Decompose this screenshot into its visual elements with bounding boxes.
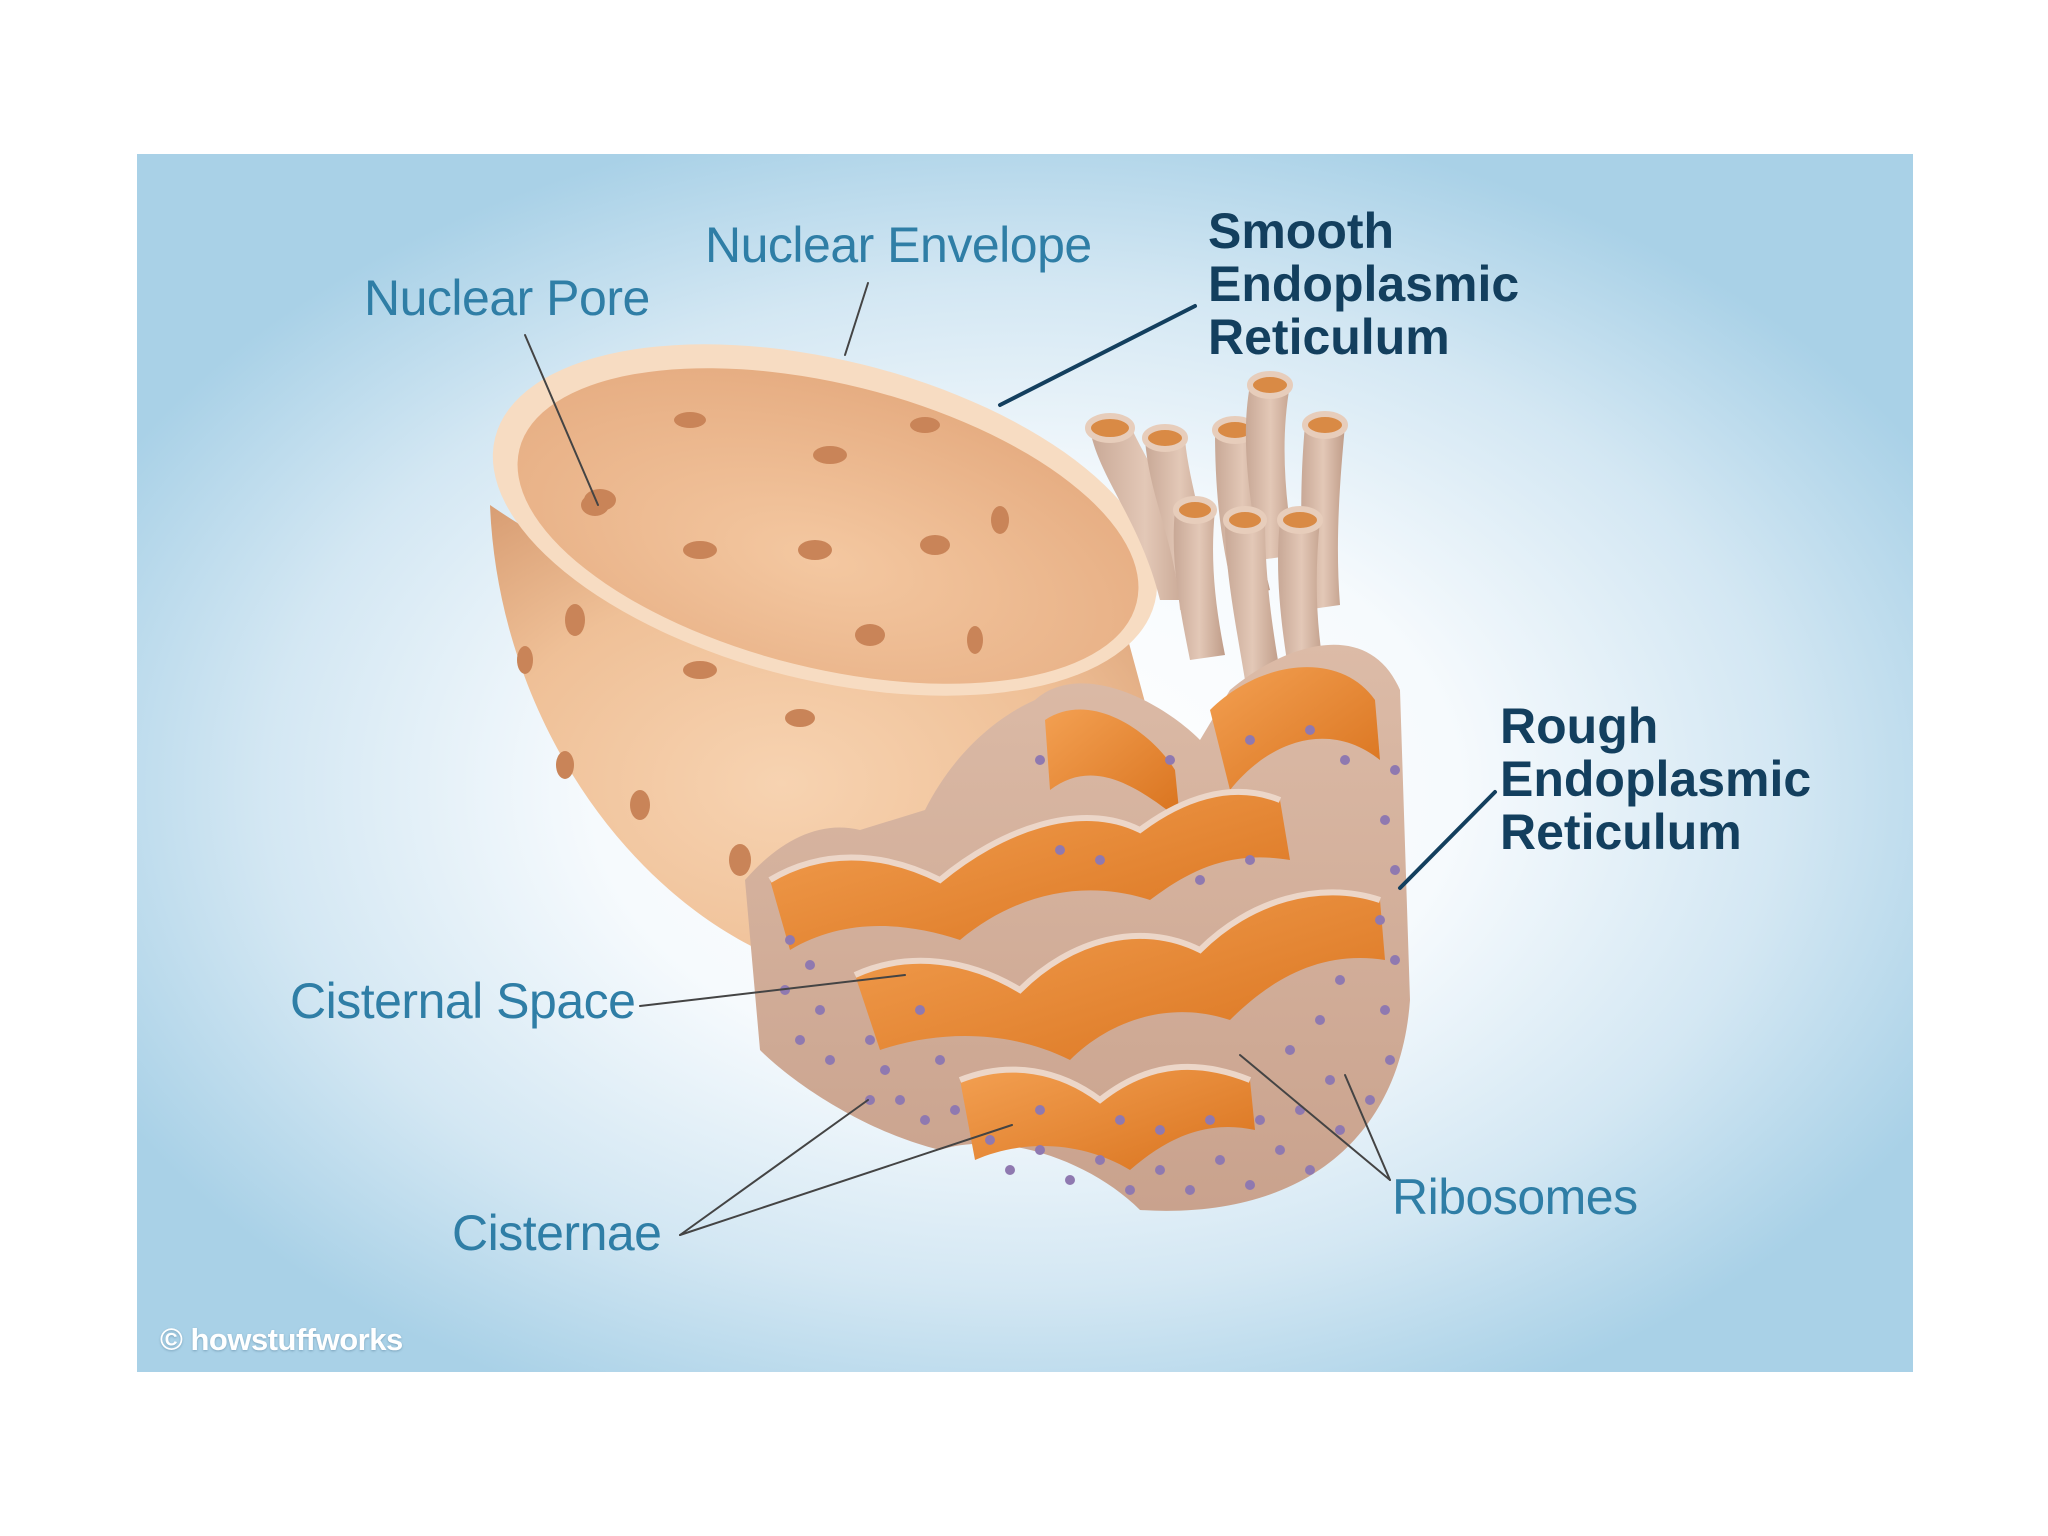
label-smooth-er-line-2: Endoplasmic bbox=[1208, 256, 1520, 312]
label-nuclear-envelope: Nuclear Envelope bbox=[705, 217, 1092, 273]
leader-nuclear-pore bbox=[524, 334, 599, 506]
rough-er bbox=[745, 644, 1410, 1211]
label-cisternal-space: Cisternal Space bbox=[290, 973, 636, 1029]
label-smooth-er-line-1: Smooth bbox=[1208, 203, 1395, 259]
smooth-er bbox=[1085, 371, 1348, 680]
label-nuclear-pore: Nuclear Pore bbox=[364, 270, 650, 326]
label-cisternae: Cisternae bbox=[452, 1205, 662, 1261]
leader-ribosomes-2 bbox=[1344, 1074, 1391, 1181]
label-rough-er-line-3: Reticulum bbox=[1500, 804, 1742, 860]
label-rough-er-line-2: Endoplasmic bbox=[1500, 751, 1812, 807]
leader-smooth-er bbox=[998, 304, 1197, 407]
ribosomes bbox=[780, 725, 1400, 1195]
leader-lines bbox=[524, 282, 1497, 1236]
leader-ribosomes-1 bbox=[1239, 1054, 1391, 1181]
nucleus-interior bbox=[517, 368, 1139, 684]
label-rough-er: Rough Endoplasmic Reticulum bbox=[1500, 700, 1811, 859]
label-smooth-er: Smooth Endoplasmic Reticulum bbox=[1208, 205, 1519, 364]
label-rough-er-line-1: Rough bbox=[1500, 698, 1659, 754]
leader-cisternae-2 bbox=[679, 1124, 1013, 1236]
leader-cisternae-1 bbox=[679, 1099, 869, 1236]
leader-cisternal-space bbox=[639, 974, 906, 1007]
leader-nuclear-envelope bbox=[844, 282, 869, 356]
label-smooth-er-line-3: Reticulum bbox=[1208, 309, 1450, 365]
leader-rough-er bbox=[1398, 790, 1497, 890]
credit-logo: © howstuffworks bbox=[160, 1322, 403, 1357]
label-ribosomes: Ribosomes bbox=[1392, 1169, 1638, 1225]
